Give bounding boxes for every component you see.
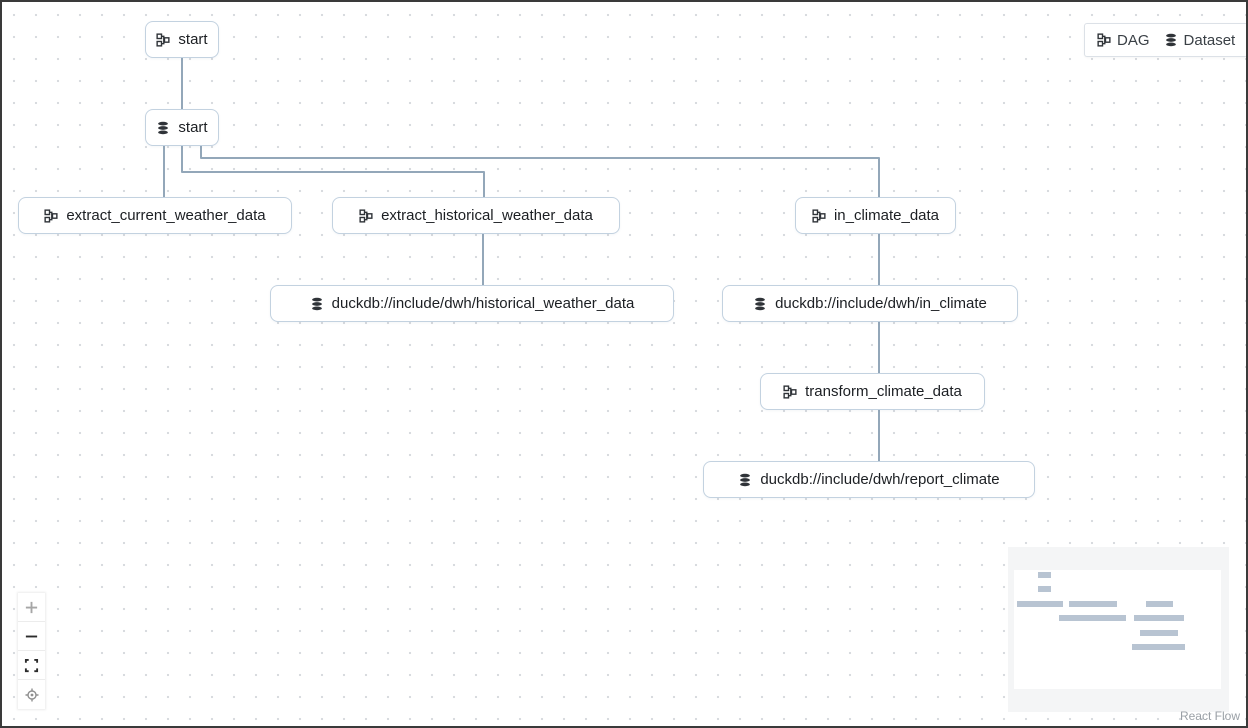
graph-node-duckdb-report-climate[interactable]: duckdb://include/dwh/report_climate bbox=[703, 461, 1035, 498]
minimap-node bbox=[1038, 572, 1051, 578]
zoom-out-button[interactable] bbox=[18, 622, 45, 651]
legend-label-dag: DAG bbox=[1117, 31, 1150, 49]
graph-node-start-dag[interactable]: start bbox=[145, 21, 219, 58]
minimap-node bbox=[1134, 615, 1184, 621]
zoom-in-button[interactable] bbox=[18, 593, 45, 622]
expand-icon bbox=[24, 658, 39, 673]
minus-icon bbox=[24, 629, 39, 644]
minimap-node bbox=[1017, 601, 1063, 607]
graph-edge-start-dataset-to-extract-historical-weather-data bbox=[181, 146, 485, 197]
dag-icon bbox=[44, 208, 58, 223]
node-label: in_climate_data bbox=[833, 207, 940, 224]
minimap-node bbox=[1132, 644, 1185, 650]
dataset-icon bbox=[1164, 33, 1178, 47]
node-label: transform_climate_data bbox=[805, 383, 962, 400]
dag-icon bbox=[1097, 33, 1111, 47]
dataset-icon bbox=[738, 473, 752, 487]
graph-node-extract-current-weather-data[interactable]: extract_current_weather_data bbox=[18, 197, 292, 234]
minimap-node bbox=[1140, 630, 1178, 636]
minimap-node bbox=[1059, 615, 1126, 621]
dag-icon bbox=[783, 384, 797, 399]
focus-button[interactable] bbox=[18, 680, 45, 709]
dag-icon bbox=[812, 208, 826, 223]
minimap[interactable] bbox=[1008, 547, 1229, 712]
minimap-node bbox=[1146, 601, 1173, 607]
fit-view-button[interactable] bbox=[18, 651, 45, 680]
graph-node-transform-climate-data[interactable]: transform_climate_data bbox=[760, 373, 985, 410]
locate-icon bbox=[24, 687, 40, 703]
legend-item-dag: DAG bbox=[1097, 32, 1150, 49]
legend-label-dataset: Dataset bbox=[1183, 31, 1236, 49]
legend-item-dataset: Dataset bbox=[1164, 31, 1236, 49]
plus-icon bbox=[24, 600, 39, 615]
reactflow-attribution: React Flow bbox=[1179, 709, 1240, 723]
dataset-icon bbox=[156, 121, 170, 135]
dag-icon bbox=[156, 32, 170, 47]
flow-controls bbox=[18, 593, 45, 709]
legend-panel: DAG Dataset bbox=[1084, 23, 1246, 57]
dataset-icon bbox=[310, 297, 324, 311]
minimap-node bbox=[1069, 601, 1117, 607]
graph-node-extract-historical-weather-data[interactable]: extract_historical_weather_data bbox=[332, 197, 620, 234]
node-label: duckdb://include/dwh/report_climate bbox=[760, 471, 1000, 488]
minimap-node bbox=[1038, 586, 1051, 592]
dataset-icon bbox=[753, 297, 767, 311]
node-label: extract_current_weather_data bbox=[66, 207, 266, 224]
node-label: extract_historical_weather_data bbox=[381, 207, 593, 224]
graph-node-duckdb-historical-weather-data[interactable]: duckdb://include/dwh/historical_weather_… bbox=[270, 285, 674, 322]
graph-node-duckdb-in-climate[interactable]: duckdb://include/dwh/in_climate bbox=[722, 285, 1018, 322]
dag-icon bbox=[359, 208, 373, 223]
graph-edge-start-dataset-to-in-climate-data bbox=[200, 146, 880, 197]
node-label: start bbox=[178, 119, 208, 136]
graph-node-in-climate-data[interactable]: in_climate_data bbox=[795, 197, 956, 234]
node-label: start bbox=[178, 31, 208, 48]
node-label: duckdb://include/dwh/in_climate bbox=[775, 295, 987, 312]
node-label: duckdb://include/dwh/historical_weather_… bbox=[331, 295, 635, 312]
graph-node-start-dataset[interactable]: start bbox=[145, 109, 219, 146]
